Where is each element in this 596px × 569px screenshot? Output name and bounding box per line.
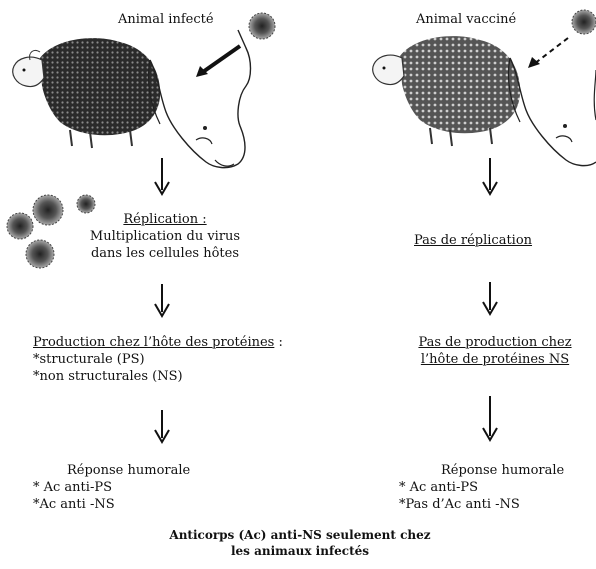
flow-arrow bbox=[154, 284, 170, 318]
left-response-block: Réponse humorale * Ac anti-PS *Ac anti -… bbox=[33, 462, 190, 513]
cow-head-icon bbox=[147, 29, 252, 169]
sheep-icon bbox=[372, 36, 521, 147]
flow-arrow bbox=[154, 410, 170, 444]
cow-head-icon bbox=[507, 57, 596, 167]
right-column-title: Animal vacciné bbox=[416, 12, 517, 27]
left-column-title: Animal infecté bbox=[118, 12, 214, 27]
replication-line: dans les cellules hôtes bbox=[90, 246, 239, 261]
infection-arrow bbox=[198, 44, 242, 76]
vaccination-arrow bbox=[533, 37, 569, 65]
replication-block: Réplication : Multiplication du virus da… bbox=[80, 211, 250, 262]
flow-arrow bbox=[482, 396, 498, 442]
conclusion-line: les animaux infectés bbox=[230, 544, 370, 558]
sheep-icon bbox=[12, 38, 161, 149]
no-production-line: Pas de production chez bbox=[418, 335, 572, 350]
response-item: *Ac anti -NS bbox=[33, 497, 115, 512]
response-item: * Ac anti-PS bbox=[399, 480, 478, 495]
flow-arrow bbox=[482, 158, 498, 196]
replication-line: Multiplication du virus bbox=[89, 229, 241, 244]
conclusion: Anticorps (Ac) anti-NS seulement chez le… bbox=[150, 527, 450, 559]
virus-icon bbox=[248, 12, 276, 40]
replication-title: Réplication : bbox=[123, 212, 207, 227]
response-title: Réponse humorale bbox=[441, 463, 565, 478]
right-response-block: Réponse humorale * Ac anti-PS *Pas d’Ac … bbox=[399, 462, 564, 513]
flow-arrow bbox=[482, 282, 498, 316]
no-replication-label: Pas de réplication bbox=[414, 233, 533, 248]
production-suffix: : bbox=[274, 335, 283, 350]
response-item: *Pas d’Ac anti -NS bbox=[399, 497, 520, 512]
production-block: Production chez l’hôte des protéines : *… bbox=[33, 334, 283, 385]
production-item: *non structurales (NS) bbox=[33, 369, 183, 384]
response-title: Réponse humorale bbox=[67, 463, 191, 478]
virus-icon bbox=[571, 9, 596, 35]
response-item: * Ac anti-PS bbox=[33, 480, 112, 495]
flow-arrow bbox=[154, 158, 170, 196]
production-title: Production chez l’hôte des protéines bbox=[33, 335, 275, 350]
virus-cluster-icon bbox=[6, 194, 96, 269]
conclusion-line: Anticorps (Ac) anti-NS seulement chez bbox=[169, 528, 431, 542]
production-item: *structurale (PS) bbox=[33, 352, 145, 367]
no-production-line: l’hôte de protéines NS bbox=[420, 352, 570, 367]
no-production-block: Pas de production chez l’hôte de protéin… bbox=[405, 334, 585, 368]
